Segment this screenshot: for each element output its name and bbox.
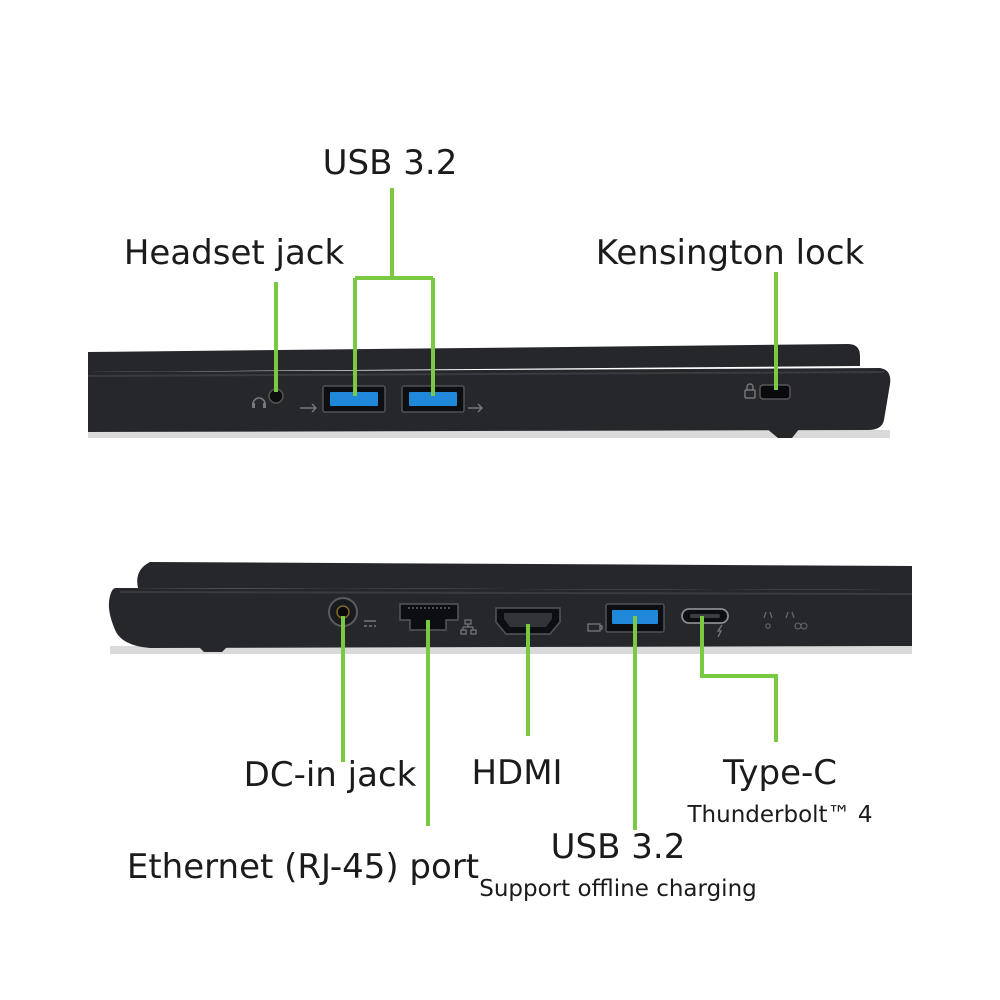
ethernet-label: Ethernet (RJ-45) port xyxy=(126,847,480,887)
thunderbolt-icon xyxy=(716,624,723,638)
laptop-lid-2 xyxy=(137,562,912,590)
usb-charge-icon xyxy=(587,623,603,632)
hdmi-label: HDMI xyxy=(471,753,563,793)
laptop-lid xyxy=(88,344,860,372)
laptop-foot-2 xyxy=(196,644,230,652)
usb-charge-label: USB 3.2 xyxy=(550,827,686,867)
usb-charge-sublabel: Support offline charging xyxy=(479,876,757,902)
laptop-right-side-view xyxy=(108,562,913,654)
laptop-left-side-view xyxy=(87,344,891,438)
usb-port-2 xyxy=(401,385,465,413)
laptop-seam-2 xyxy=(119,591,913,595)
top-callout-lines xyxy=(274,188,778,396)
headset-icon xyxy=(252,397,266,408)
network-icon xyxy=(460,619,477,635)
hdmi-port xyxy=(495,607,561,635)
dc-in-label: DC-in jack xyxy=(243,755,417,795)
lock-icon xyxy=(744,383,756,399)
power-icon xyxy=(364,620,376,627)
usb-callout-line xyxy=(353,188,435,396)
type-c-callout-line xyxy=(700,616,778,742)
laptop-seam xyxy=(87,371,885,377)
ethernet-port xyxy=(399,603,459,631)
kensington-lock-label: Kensington lock xyxy=(595,233,865,273)
laptop-foot xyxy=(766,428,800,438)
type-c-sublabel: Thunderbolt™ 4 xyxy=(687,802,873,828)
surface-shadow xyxy=(88,430,890,438)
usb-port-1 xyxy=(322,385,386,413)
type-c-label: Type-C xyxy=(722,753,838,793)
headset-jack-label: Headset jack xyxy=(123,233,345,273)
status-led-icon xyxy=(763,611,808,630)
laptop-base xyxy=(88,368,891,432)
surface-shadow-2 xyxy=(110,646,912,654)
usb-pair-label: USB 3.2 xyxy=(322,143,458,183)
usb-icon xyxy=(300,403,483,413)
bottom-callout-lines xyxy=(341,616,778,830)
